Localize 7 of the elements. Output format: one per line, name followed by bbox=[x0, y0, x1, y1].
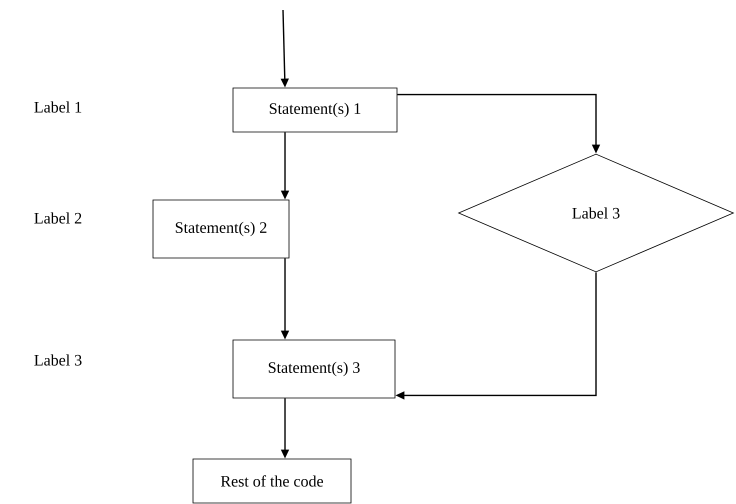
side-label: Label 2 bbox=[34, 212, 82, 224]
process-box: Statement(s) 1 bbox=[232, 88, 398, 132]
side-label: Label 3 bbox=[34, 354, 82, 366]
process-box: Statement(s) 3 bbox=[232, 340, 396, 398]
side-label: Label 1 bbox=[34, 101, 82, 113]
process-box: Rest of the code bbox=[192, 458, 352, 504]
process-box: Statement(s) 2 bbox=[152, 200, 290, 258]
